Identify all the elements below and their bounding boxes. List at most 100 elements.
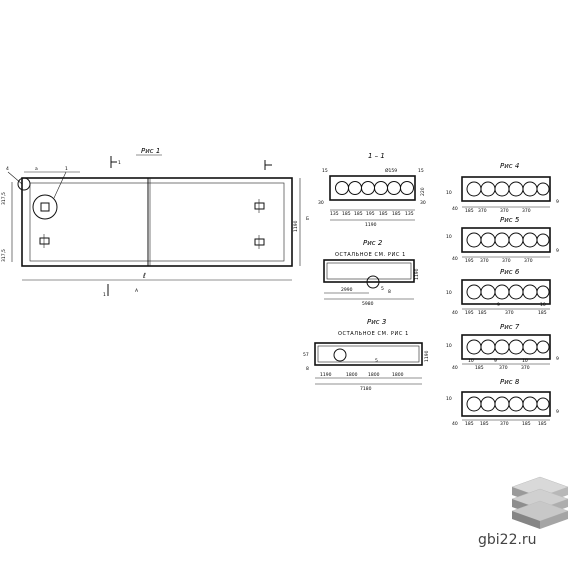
svg-text:185: 185 <box>354 211 363 217</box>
fig7-title: Рис 7 <box>500 323 520 331</box>
svg-text:185: 185 <box>475 365 484 371</box>
svg-text:185: 185 <box>538 310 547 316</box>
svg-text:370: 370 <box>478 208 487 214</box>
svg-text:10: 10 <box>446 396 452 402</box>
embedded-parts <box>39 199 265 249</box>
svg-text:185: 185 <box>392 211 401 217</box>
svg-text:1190: 1190 <box>424 350 430 362</box>
svg-text:1800: 1800 <box>346 372 358 378</box>
fig5-title: Рис 5 <box>500 216 520 224</box>
svg-text:40: 40 <box>452 365 458 371</box>
svg-text:185: 185 <box>538 421 547 427</box>
section-1-1-holes <box>335 181 414 195</box>
fig7-outline <box>461 334 551 360</box>
svg-text:195: 195 <box>465 258 474 264</box>
svg-text:195: 195 <box>465 310 474 316</box>
svg-text:9: 9 <box>494 358 497 364</box>
svg-text:370: 370 <box>505 310 514 316</box>
svg-text:10: 10 <box>446 234 452 240</box>
svg-text:10: 10 <box>540 302 546 308</box>
svg-text:185: 185 <box>342 211 351 217</box>
svg-text:9: 9 <box>497 302 500 308</box>
fig3-title: Рис 3 <box>367 318 386 326</box>
svg-text:7180: 7180 <box>360 386 372 392</box>
fig8-holes <box>466 396 550 412</box>
svg-text:135: 135 <box>405 211 414 217</box>
svg-text:370: 370 <box>499 365 508 371</box>
marker-1: 1 <box>65 166 68 172</box>
slab-stack-logo <box>511 476 569 529</box>
svg-text:185: 185 <box>480 421 489 427</box>
svg-text:57: 57 <box>303 352 309 358</box>
fig6-title: Рис 6 <box>500 268 520 276</box>
svg-text:1190: 1190 <box>414 268 420 280</box>
svg-text:8: 8 <box>388 289 391 295</box>
svg-text:135: 135 <box>330 211 339 217</box>
fig1-plan: Рис 1 1 a 4 1 317,5 317,5 <box>1 147 309 298</box>
svg-text:10: 10 <box>446 343 452 349</box>
fig4-holes <box>466 181 550 197</box>
fig3-detail-circle <box>333 348 347 362</box>
svg-text:5980: 5980 <box>362 301 374 307</box>
fig8-title: Рис 8 <box>500 378 520 386</box>
fig1-title: Рис 1 <box>141 147 160 155</box>
svg-text:370: 370 <box>521 365 530 371</box>
svg-text:15: 15 <box>418 168 424 174</box>
fig2-detail-circle <box>366 275 380 289</box>
fig7: Рис 7 10 9 40 10 185 9 370 10 370 <box>446 323 559 371</box>
svg-text:8: 8 <box>306 366 309 372</box>
fig2: Рис 2 ОСТАЛЬНОЕ СМ. РИС 1 1190 2990 5 8 … <box>323 239 420 307</box>
fig4-outline <box>461 176 551 202</box>
svg-text:370: 370 <box>500 208 509 214</box>
svg-text:1: 1 <box>103 292 106 298</box>
slab-plan-inner <box>29 182 285 262</box>
svg-text:9: 9 <box>556 199 559 205</box>
fig5-outline <box>461 227 551 253</box>
fig2-note: ОСТАЛЬНОЕ СМ. РИС 1 <box>335 252 406 258</box>
svg-text:1800: 1800 <box>392 372 404 378</box>
fig8: Рис 8 10 9 40 185 185 370 185 185 <box>446 378 559 427</box>
svg-text:185: 185 <box>465 208 474 214</box>
svg-text:2990: 2990 <box>341 287 353 293</box>
svg-text:220: 220 <box>420 187 426 196</box>
svg-text:370: 370 <box>524 258 533 264</box>
svg-text:9: 9 <box>556 248 559 254</box>
dim-length-l: ℓ <box>142 272 146 280</box>
svg-text:185: 185 <box>522 421 531 427</box>
fig4: Рис 4 10 9 40 185 370 370 370 <box>446 162 559 214</box>
section-mark-top-label: 1 <box>118 160 121 166</box>
svg-text:10: 10 <box>522 358 528 364</box>
svg-text:40: 40 <box>452 421 458 427</box>
fig6: Рис 6 10 40 195 185 9 370 10 185 <box>446 268 551 316</box>
svg-text:195: 195 <box>366 211 375 217</box>
svg-text:185: 185 <box>465 421 474 427</box>
svg-text:40: 40 <box>452 256 458 262</box>
dim-width-1190: 1190 <box>293 220 299 232</box>
svg-text:30: 30 <box>420 200 426 206</box>
slab-plan-outline <box>21 177 293 267</box>
lifting-loop-circle <box>32 194 58 220</box>
fig2-outline <box>323 259 415 283</box>
section-diameter: Ø159 <box>385 167 397 174</box>
svg-text:40: 40 <box>452 206 458 212</box>
svg-text:9: 9 <box>556 409 559 415</box>
svg-text:370: 370 <box>500 421 509 427</box>
section-mark-a: А <box>135 288 139 294</box>
svg-text:5: 5 <box>375 358 378 364</box>
fig4-title: Рис 4 <box>500 162 519 170</box>
section-1-1: 1 – 1 Ø159 15 15 30 30 220 135 185 185 1… <box>318 152 426 228</box>
svg-text:370: 370 <box>480 258 489 264</box>
svg-text:370: 370 <box>502 258 511 264</box>
svg-text:1190: 1190 <box>320 372 332 378</box>
svg-text:10: 10 <box>446 290 452 296</box>
section-1-1-outline <box>329 175 416 201</box>
svg-text:1800: 1800 <box>368 372 380 378</box>
marker-4: 4 <box>6 166 9 172</box>
dim-edge-top: 317,5 <box>1 192 7 205</box>
watermark-text: gbi22.ru <box>478 532 537 548</box>
corner-detail-circle <box>17 177 31 191</box>
fig5: Рис 5 10 9 40 195 370 370 370 <box>446 216 559 264</box>
svg-text:10: 10 <box>468 358 474 364</box>
section-1-1-title: 1 – 1 <box>368 152 385 160</box>
